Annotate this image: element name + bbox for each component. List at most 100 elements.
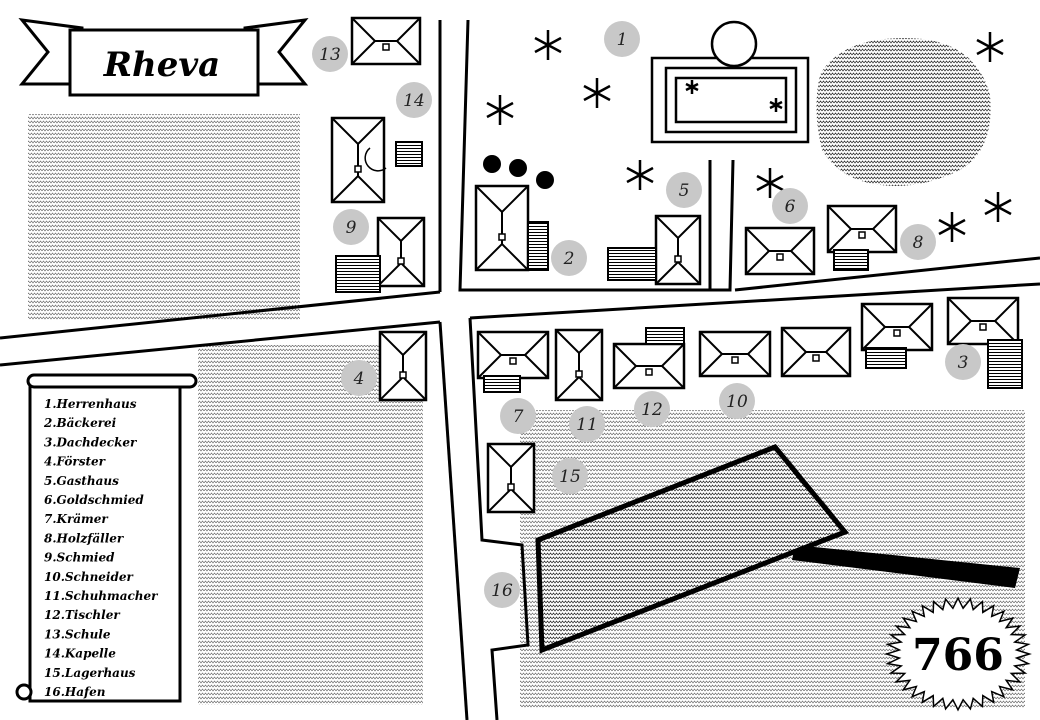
legend-roll-end xyxy=(15,683,33,701)
marker-number: 10 xyxy=(726,392,748,412)
legend-entry: 4.Förster xyxy=(44,455,107,469)
building xyxy=(860,302,934,352)
building-marker: 13 xyxy=(312,36,348,72)
title-banner: Rheva xyxy=(18,18,309,97)
legend-entry: 11.Schuhmacher xyxy=(44,589,159,603)
marker-number: 1 xyxy=(617,30,628,50)
building xyxy=(378,330,428,402)
page-seal: 766 xyxy=(884,596,1032,712)
marker-number: 4 xyxy=(353,369,365,389)
legend-entry: 15.Lagerhaus xyxy=(44,666,136,680)
building-marker: 2 xyxy=(551,240,587,276)
marker-number: 13 xyxy=(319,45,341,65)
legend-entry: 16.Hafen xyxy=(44,685,106,699)
marker-number: 2 xyxy=(563,249,575,269)
road-edge xyxy=(0,320,441,367)
legend-list: 1.Herrenhaus 2.Bäckerei 3.Dachdecker 4.Förs… xyxy=(43,397,159,699)
building xyxy=(350,16,422,66)
roads xyxy=(0,19,1040,720)
legend-entry: 14.Kapelle xyxy=(44,647,116,661)
marker-number: 8 xyxy=(913,233,924,253)
page-number: 766 xyxy=(912,630,1004,681)
building xyxy=(486,442,536,514)
building-annex xyxy=(527,221,549,271)
legend-entry: 8.Holzfäller xyxy=(44,531,125,545)
building-marker: 8 xyxy=(900,224,936,260)
legend-entry: 13.Schule xyxy=(44,627,111,641)
building-marker: 12 xyxy=(634,391,670,427)
legend-entry: 2.Bäckerei xyxy=(43,416,117,430)
buildings xyxy=(330,16,1023,514)
marker-number: 7 xyxy=(513,407,524,427)
marker-number: 11 xyxy=(576,415,598,435)
legend-scroll: 1.Herrenhaus 2.Bäckerei 3.Dachdecker 4.Förs… xyxy=(15,373,198,703)
road-edge xyxy=(0,290,441,340)
legend-entry: 6.Goldschmied xyxy=(44,493,144,507)
building-marker: 10 xyxy=(719,383,755,419)
banner-body xyxy=(68,28,260,97)
road-edge xyxy=(734,256,1040,292)
building-marker: 16 xyxy=(484,572,520,608)
building xyxy=(654,214,702,286)
harbour xyxy=(535,444,1020,654)
building-marker: 1 xyxy=(604,21,640,57)
harbour-basin xyxy=(535,444,850,654)
road-edge xyxy=(468,317,530,720)
legend-entry: 7.Krämer xyxy=(44,512,109,526)
marker-number: 12 xyxy=(641,400,663,420)
field-northwest xyxy=(28,114,300,320)
road-edge xyxy=(458,19,735,292)
building-annex xyxy=(833,249,869,271)
seal-starburst xyxy=(884,596,1032,712)
legend-entry: 12.Tischler xyxy=(44,608,121,622)
road-edge xyxy=(438,321,469,720)
marker-number: 15 xyxy=(559,467,581,487)
building-annex xyxy=(395,141,423,167)
field-southwest xyxy=(198,345,423,705)
trees xyxy=(486,30,1012,242)
building-marker: 9 xyxy=(333,209,369,245)
marker-number: 3 xyxy=(958,353,969,373)
building xyxy=(474,184,530,272)
building xyxy=(554,328,604,402)
building xyxy=(744,226,816,276)
building-annex xyxy=(645,327,685,345)
building-marker: 11 xyxy=(569,406,605,442)
pond xyxy=(816,38,991,186)
building-annex xyxy=(335,255,381,293)
building-marker: 5 xyxy=(666,172,702,208)
marker-number: 9 xyxy=(346,218,357,238)
building xyxy=(612,342,686,390)
banner-ribbon-right xyxy=(243,18,309,86)
building xyxy=(946,296,1020,346)
building xyxy=(376,216,426,288)
crescent-icon xyxy=(364,147,387,172)
legend-paper xyxy=(28,381,182,703)
legend-roll-top xyxy=(26,373,198,389)
building-marker: 3 xyxy=(945,344,981,380)
building-annex xyxy=(483,375,521,393)
map-title: Rheva xyxy=(103,45,220,85)
building xyxy=(780,326,852,378)
building-marker: 6 xyxy=(772,188,808,224)
marker-number: 14 xyxy=(403,91,425,111)
marker-number: 5 xyxy=(679,181,690,201)
building-annex xyxy=(607,247,657,281)
building xyxy=(476,330,550,380)
marker-number: 16 xyxy=(491,581,513,601)
legend-entry: 10.Schneider xyxy=(44,570,135,584)
building-marker: 15 xyxy=(552,458,588,494)
marker-number: 6 xyxy=(785,197,796,217)
legend-entry: 9.Schmied xyxy=(44,551,115,565)
building-marker: 4 xyxy=(341,360,377,396)
banner-ribbon-left xyxy=(18,18,84,86)
legend-entry: 3.Dachdecker xyxy=(44,435,138,449)
legend-entry: 1.Herrenhaus xyxy=(44,397,137,411)
building-annex xyxy=(865,347,907,369)
building-annex xyxy=(987,339,1023,389)
building xyxy=(826,204,898,254)
building-marker: 7 xyxy=(500,398,536,434)
pier-walkway xyxy=(792,545,1020,588)
